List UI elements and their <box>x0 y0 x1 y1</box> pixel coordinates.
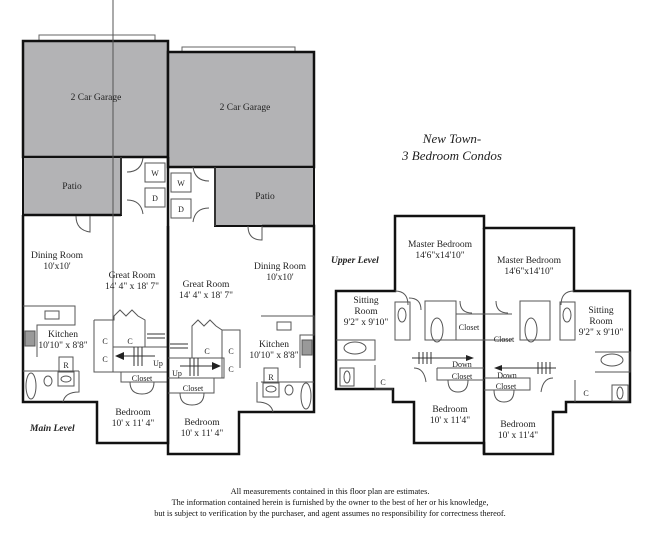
right-closet-label: Closet <box>182 384 204 393</box>
right-stairs-up: Up <box>172 369 182 378</box>
left-washer-label: W <box>151 169 159 178</box>
left-closet-c1: C <box>102 337 108 346</box>
disclaimer-line-2: The information contained herein is furn… <box>171 498 489 507</box>
upper-level-label: Upper Level <box>331 256 379 266</box>
upper-right-stairs-down: Down <box>497 371 517 380</box>
left-closet-c2: C <box>127 337 133 346</box>
right-washer <box>170 172 192 193</box>
right-dryer <box>170 198 192 219</box>
title-line-2: 3 Bedroom Condos <box>402 148 502 163</box>
upper-right-closet-2: Closet <box>495 382 517 391</box>
upper-left-stairs-down: Down <box>452 360 472 369</box>
left-washer <box>144 162 166 183</box>
left-closet-c3: C <box>102 355 108 364</box>
disclaimer-line-1: All measurements contained in this floor… <box>230 487 430 496</box>
right-fridge-label: R <box>268 373 274 382</box>
main-level-label: Main Level <box>30 424 75 434</box>
left-fridge-label: R <box>63 361 69 370</box>
left-dryer-label: D <box>152 194 158 203</box>
upper-left-closet-1: Closet <box>458 323 480 332</box>
right-washer-label: W <box>177 179 185 188</box>
left-dryer <box>144 187 166 208</box>
upper-left-closet-2: Closet <box>451 372 473 381</box>
left-patio <box>22 156 122 216</box>
left-patio-label: Patio <box>62 182 82 192</box>
title-line-1: New Town- <box>422 131 482 146</box>
upper-right-closet-1: Closet <box>493 335 515 344</box>
disclaimer: All measurements contained in this floor… <box>100 486 560 519</box>
right-closet-c3: C <box>228 365 234 374</box>
right-dryer-label: D <box>178 205 184 214</box>
left-garage-label: 2 Car Garage <box>70 93 122 103</box>
upper-right-closet-c: C <box>583 389 589 398</box>
left-stairs-up: Up <box>153 359 163 368</box>
right-closet-c1: C <box>204 347 210 356</box>
upper-left-closet-c: C <box>380 378 386 387</box>
right-closet-c2: C <box>228 347 234 356</box>
plan-title: New Town- 3 Bedroom Condos <box>382 130 522 164</box>
right-patio-label: Patio <box>255 192 275 202</box>
left-closet-label: Closet <box>131 374 153 383</box>
upper-level-outline <box>334 214 632 456</box>
right-patio <box>214 166 315 227</box>
left-garage <box>21 39 170 159</box>
disclaimer-line-3: but is subject to verification by the pu… <box>154 509 506 518</box>
right-garage-label: 2 Car Garage <box>219 103 271 113</box>
